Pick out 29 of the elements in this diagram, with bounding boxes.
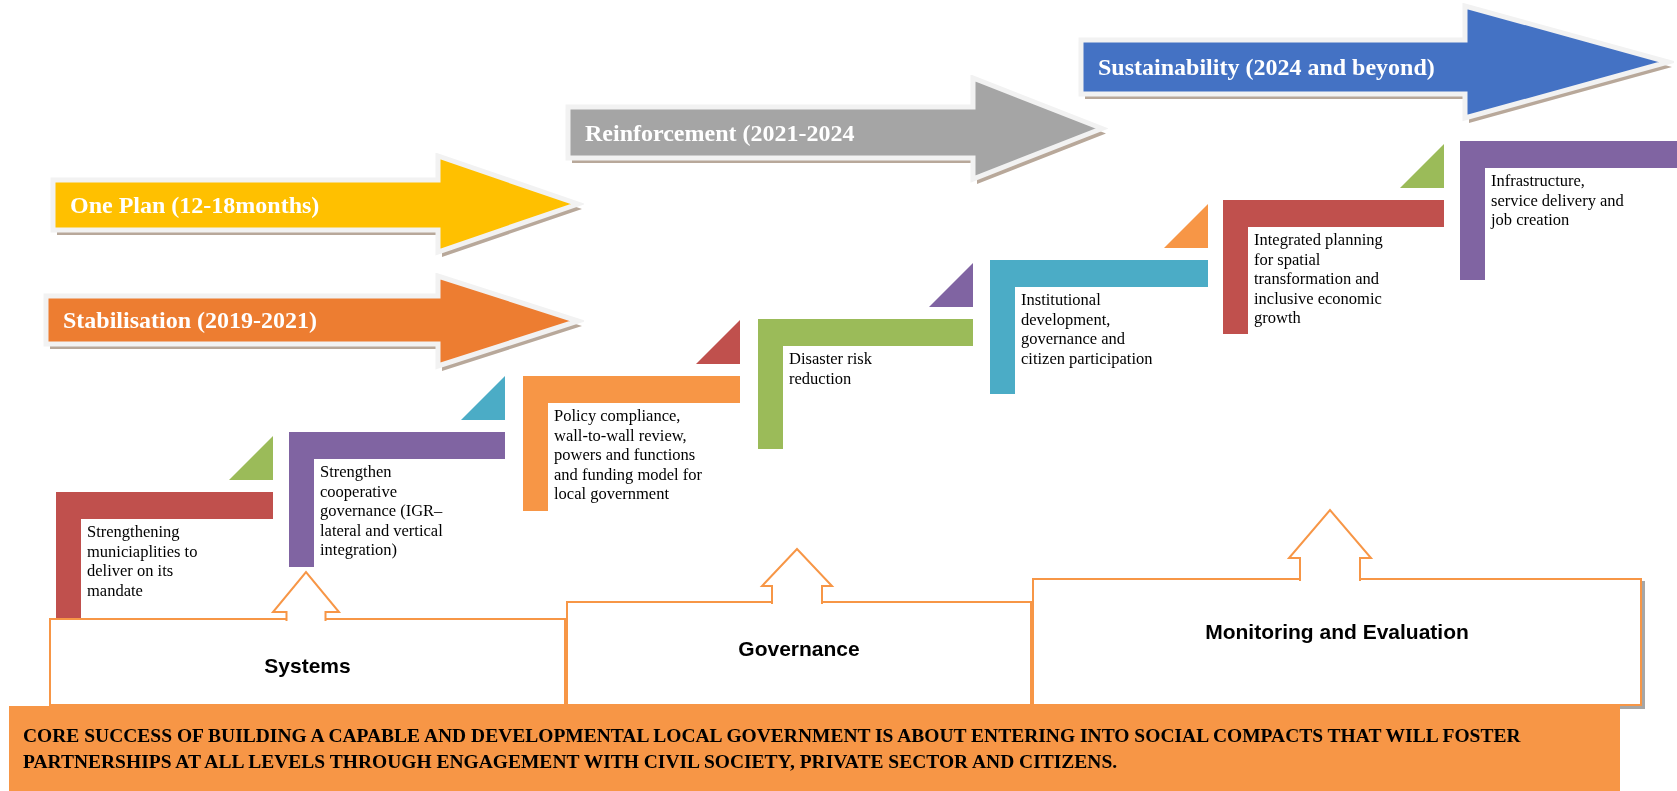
pillar-box <box>49 618 566 706</box>
step-bracket <box>758 319 973 449</box>
phase-label: One Plan (12-18months) <box>70 193 320 217</box>
step-text: Integrated planning for spatial transformation and inclusive economic growth <box>1254 230 1384 328</box>
step-text: Institutional development, governance and citizen participation <box>1021 290 1154 368</box>
hollow-up-arrow <box>1286 508 1374 582</box>
step-text: Policy compliance, wall-to-wall review, powers and functions and funding model for local government <box>554 406 703 504</box>
banner-text: CORE SUCCESS OF BUILDING A CAPABLE AND DEVELOPMENTAL LOCAL GOVERNMENT IS ABOUT ENTERING INTO SOCIAL COMPACTS THAT WILL FOSTER PARTNERSHIPS AT ALL LEVELS THROUGH ENGAGEMENT WITH CIVIL SOCIETY, PRIVATE SECTOR AND CITIZENS. <box>23 723 1522 774</box>
step-bracket <box>1223 200 1444 334</box>
step-bracket <box>990 260 1208 394</box>
step-text: Disaster risk reduction <box>789 349 873 388</box>
hollow-up-arrow <box>270 570 342 622</box>
pillar-label: Governance <box>737 636 861 662</box>
phase-label: Reinforcement (2021-2024 <box>585 120 855 145</box>
hollow-up-arrow <box>759 547 835 605</box>
phase-label: Sustainability (2024 and beyond) <box>1098 55 1435 79</box>
step-bracket <box>56 492 273 618</box>
pillar-box <box>566 601 1032 706</box>
step-bracket <box>523 376 740 511</box>
banner <box>9 706 1620 791</box>
pillar-label: Monitoring and Evaluation <box>1204 619 1470 645</box>
pillar-label: Systems <box>263 653 352 679</box>
step-text: Infrastructure, service delivery and job creation <box>1491 171 1625 230</box>
step-text: Strengthening municiaplities to deliver on its mandate <box>87 522 199 600</box>
step-bracket <box>1460 141 1677 280</box>
pillar-box <box>1032 578 1642 706</box>
step-bracket <box>289 432 505 567</box>
phase-label: Stabilisation (2019-2021) <box>63 308 317 332</box>
step-text: Strengthen cooperative governance (IGR– lateral and vertical integration) <box>320 462 444 560</box>
